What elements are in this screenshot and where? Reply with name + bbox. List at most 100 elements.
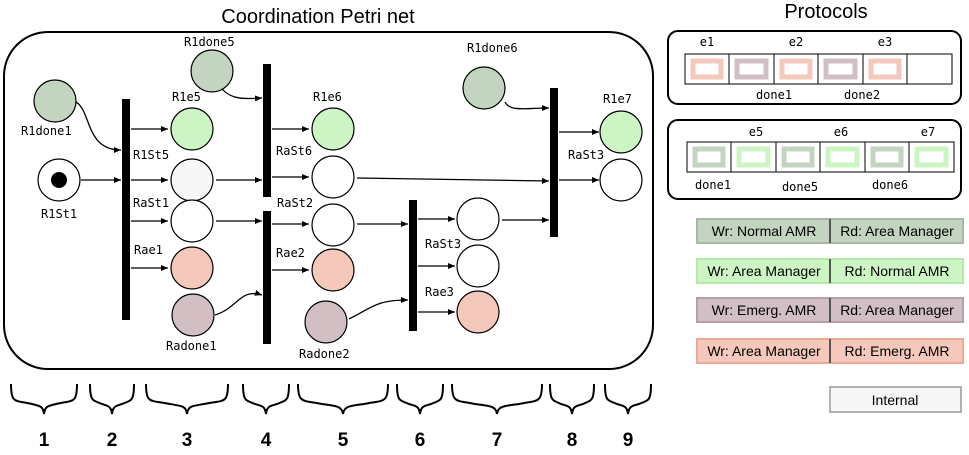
arc-rast6-out	[356, 177, 550, 184]
transition-2a	[263, 64, 271, 197]
protocol-1-msg-e3	[868, 58, 902, 80]
protocol-1-msg-e1	[690, 58, 724, 80]
label-rae3: Rae3	[425, 285, 454, 299]
label-r1done5: R1done5	[184, 35, 235, 49]
protocols-title: Protocols	[784, 1, 867, 23]
brace-step-1	[10, 383, 78, 415]
step-number: 9	[623, 430, 634, 451]
label-rae2: Rae2	[276, 246, 305, 260]
protocol-2-top-label: e7	[921, 125, 935, 139]
petri-net-title: Coordination Petri net	[221, 6, 415, 28]
protocol-1-bottom-label: done1	[756, 88, 792, 102]
place-r1e6	[311, 107, 355, 151]
place-r1e7	[599, 110, 643, 154]
step-number: 4	[261, 430, 272, 451]
legend-normal-amr: Wr: Normal AMR Rd: Area Manager	[696, 218, 964, 244]
place-rast3b	[599, 158, 643, 202]
label-rae1: Rae1	[134, 243, 163, 257]
place-rast6	[311, 155, 355, 199]
legend-wr: Wr: Normal AMR	[712, 223, 817, 239]
transition-1	[122, 99, 130, 320]
step-number: 6	[415, 430, 426, 451]
place-r1done6	[462, 66, 506, 110]
legend-area-manager-normal: Wr: Area Manager Rd: Normal AMR	[696, 258, 964, 284]
place-radone2	[304, 300, 348, 344]
brace-step-8	[549, 383, 595, 415]
label-radone2: Radone2	[299, 347, 350, 361]
place-unlabeled	[456, 244, 500, 288]
step-number: 1	[39, 430, 50, 451]
protocol-2-msg-e7	[914, 146, 949, 168]
place-rast2	[311, 203, 355, 247]
place-r1e5	[170, 107, 214, 151]
legend-wr: Wr: Area Manager	[707, 343, 821, 359]
brace-step-9	[604, 383, 652, 415]
brace-step-6	[396, 383, 444, 415]
arc-radone2	[348, 297, 409, 320]
protocol-2-top-label: e6	[834, 125, 848, 139]
brace-step-5	[297, 383, 389, 415]
brace-step-7	[451, 383, 543, 415]
label-r1st5: R1St5	[133, 148, 169, 162]
legend-emergency-amr: Wr: Emerg. AMR Rd: Area Manager	[696, 297, 964, 323]
brace-step-2	[89, 383, 135, 415]
label-rast2: RaSt2	[277, 196, 313, 210]
label-r1e7: R1e7	[603, 92, 632, 106]
place-rast3	[456, 197, 500, 241]
protocol-1-msg-done2	[823, 58, 858, 80]
protocol-1-msg-e2	[779, 58, 813, 80]
label-radone1: Radone1	[166, 339, 217, 353]
protocol-2-top-label: e5	[749, 125, 763, 139]
transition-2b	[263, 211, 271, 344]
place-rast1	[170, 199, 214, 243]
label-r1done1: R1done1	[21, 124, 72, 138]
label-rast1: RaSt1	[133, 196, 169, 210]
protocol-2-msg-done6	[870, 146, 904, 168]
legend-internal: Internal	[829, 386, 962, 413]
legend-rd: Rd: Normal AMR	[844, 263, 949, 279]
label-rast6: RaSt6	[276, 144, 312, 158]
token	[51, 172, 67, 188]
brace-step-4	[242, 383, 290, 415]
protocol-1-top-label: e3	[878, 35, 892, 49]
step-number: 8	[567, 430, 578, 451]
arc-r1done5	[221, 88, 263, 102]
protocol-1-msg-done1	[734, 58, 769, 80]
label-r1done6: R1done6	[467, 41, 518, 55]
brace-step-3	[145, 383, 229, 415]
step-number: 5	[338, 430, 349, 451]
protocol-2-bottom-label: done1	[695, 178, 731, 192]
place-r1st5	[170, 158, 214, 202]
legend-rd: Rd: Emerg. AMR	[844, 343, 949, 359]
protocol-2-bottom-label: done6	[872, 178, 908, 192]
transition-3	[409, 200, 417, 331]
place-rae2	[311, 248, 355, 292]
legend-internal-label: Internal	[872, 392, 919, 408]
place-r1done1	[33, 79, 77, 123]
step-number: 2	[107, 430, 118, 451]
protocol-1-top-label: e2	[789, 35, 803, 49]
step-number: 7	[492, 430, 503, 451]
protocol-2-msg-e6	[825, 146, 860, 168]
protocol-2-msg-e5	[736, 146, 771, 168]
legend-rd: Rd: Area Manager	[840, 223, 954, 239]
protocol-1-top-label: e1	[700, 35, 714, 49]
legend-wr: Wr: Area Manager	[707, 263, 821, 279]
protocol-2-msg-done1	[692, 146, 726, 168]
protocol-2-bottom-label: done5	[782, 180, 818, 194]
place-radone1	[171, 293, 215, 337]
step-number: 3	[182, 430, 193, 451]
transition-4	[550, 88, 558, 237]
legend-rd: Rd: Area Manager	[840, 302, 954, 318]
arc-r1done6	[504, 101, 550, 112]
legend-area-manager-emergency: Wr: Area Manager Rd: Emerg. AMR	[696, 338, 964, 364]
protocol-1-bottom-label: done2	[844, 88, 880, 102]
place-rae1	[170, 246, 214, 290]
protocol-2-msg-done5	[781, 146, 815, 168]
label-rast3: RaSt3	[425, 237, 461, 251]
arc-radone1	[214, 290, 263, 316]
place-rae3	[456, 290, 500, 334]
arc-r1done1	[73, 100, 122, 153]
petri-net-frame	[3, 31, 654, 370]
